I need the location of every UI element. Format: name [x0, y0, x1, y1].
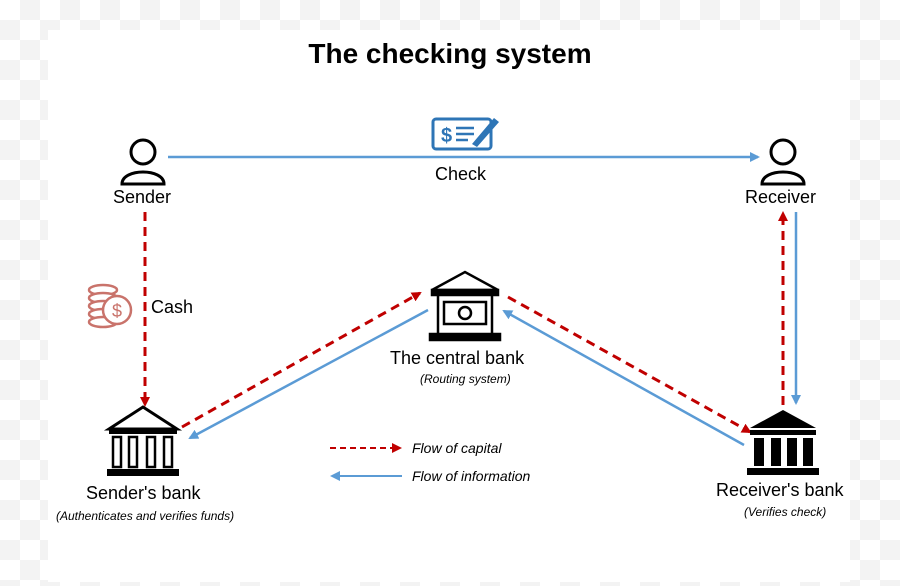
legend-information-label: Flow of information: [412, 468, 531, 484]
canvas: [48, 30, 850, 582]
info-arrow-receivers-bank-to-central: [502, 309, 745, 447]
receivers-bank-icon: [747, 410, 819, 475]
receiver-label: Receiver: [745, 187, 817, 207]
sender-person-icon: [120, 138, 166, 186]
capital-arrow-central-to-receivers-bank: [507, 295, 752, 434]
check-label: Check: [435, 164, 487, 184]
cash-coins-icon: $: [87, 283, 133, 329]
svg-text:$: $: [441, 125, 452, 147]
check-icon: $: [431, 117, 499, 151]
senders-bank-icon: [103, 405, 183, 476]
central-bank-icon: [428, 270, 502, 342]
senders-bank-label: Sender's bank: [86, 483, 201, 503]
senders-bank-subtitle: (Authenticates and verifies funds): [56, 509, 235, 523]
receivers-bank-label: Receiver's bank: [716, 480, 844, 500]
diagram-title: The checking system: [308, 38, 592, 69]
svg-text:$: $: [112, 301, 122, 321]
capital-arrow-senders-bank-to-central: [181, 291, 422, 429]
central-bank-subtitle: (Routing system): [420, 372, 511, 386]
sender-label: Sender: [113, 187, 172, 207]
receivers-bank-subtitle: (Verifies check): [744, 505, 827, 519]
info-arrow-central-to-senders-bank: [188, 308, 429, 440]
central-bank-label: The central bank: [390, 348, 525, 368]
receiver-person-icon: [760, 138, 806, 186]
cash-label: Cash: [151, 297, 194, 317]
legend-capital-label: Flow of capital: [412, 440, 502, 456]
